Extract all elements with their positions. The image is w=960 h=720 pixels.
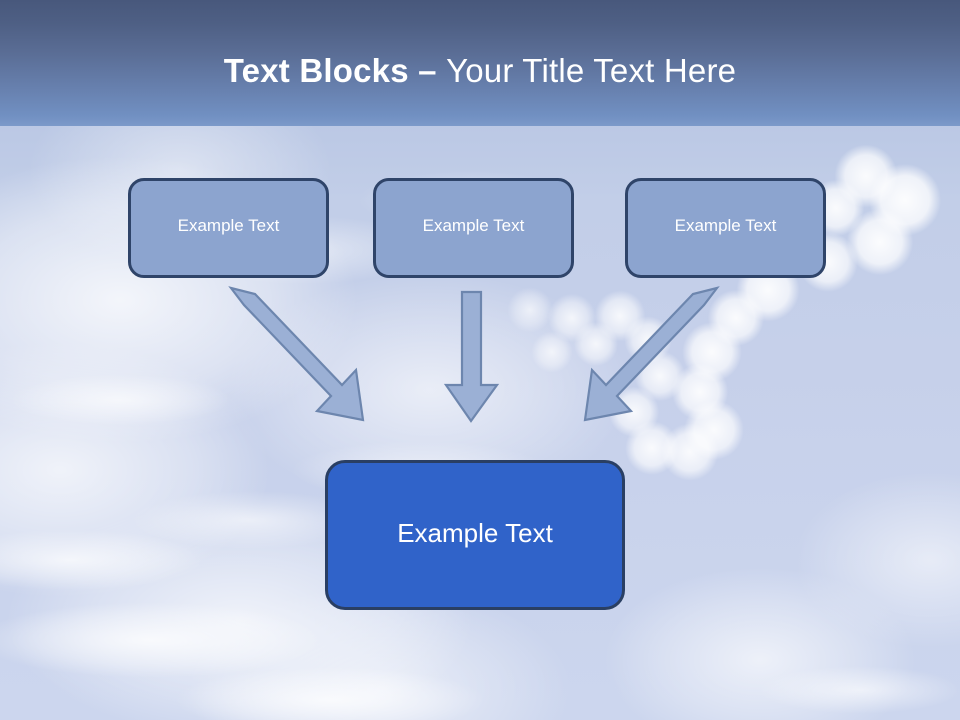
page-title-separator: –: [408, 52, 447, 89]
page-title: Text Blocks – Your Title Text Here: [0, 52, 960, 90]
text-block-box-3[interactable]: Example Text: [625, 178, 826, 278]
title-banner: Text Blocks – Your Title Text Here: [0, 0, 960, 126]
result-box[interactable]: Example Text: [325, 460, 625, 610]
text-block-box-2[interactable]: Example Text: [373, 178, 574, 278]
page-title-rest: Your Title Text Here: [446, 52, 737, 89]
page-title-bold: Text Blocks: [223, 52, 409, 89]
text-block-label-1: Example Text: [177, 216, 280, 235]
result-box-label: Example Text: [397, 518, 553, 548]
text-block-box-1[interactable]: Example Text: [128, 178, 329, 278]
text-block-label-2: Example Text: [422, 216, 525, 235]
text-block-label-3: Example Text: [674, 216, 777, 235]
